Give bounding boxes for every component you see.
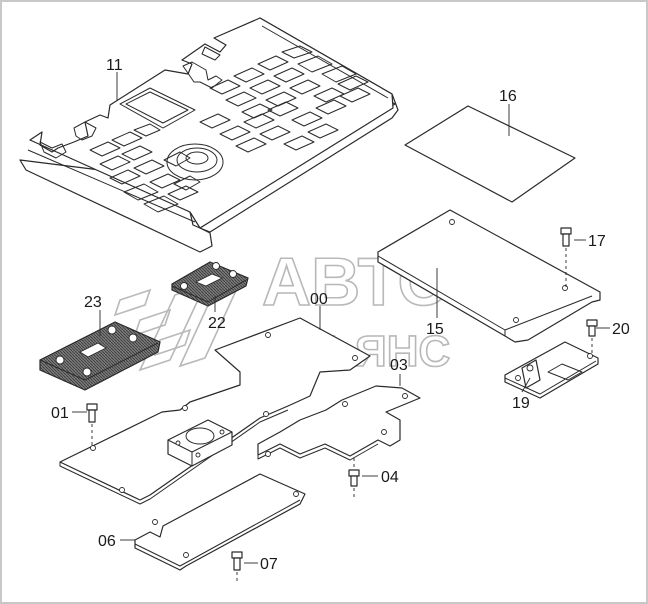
bolt-07: [231, 551, 243, 582]
label-part-07: 07: [260, 556, 278, 573]
label-part-23: 23: [84, 294, 102, 311]
label-part-19: 19: [512, 395, 530, 412]
mat-key-grid: [89, 45, 371, 213]
leader-lines: [72, 72, 610, 564]
part-15-cover: [377, 209, 601, 343]
label-part-00: 00: [310, 291, 328, 308]
bolt-17: [560, 227, 572, 290]
part-03-side-plate: [257, 385, 421, 461]
part-labels: 11 16 17 15 20 19 23 22 00 03 01 04 06 0…: [51, 57, 630, 573]
part-00-base-plate: [59, 317, 371, 505]
label-part-04: 04: [381, 469, 399, 486]
bolt-01: [86, 403, 98, 446]
part-19-bracket: [504, 341, 599, 399]
label-part-22: 22: [208, 315, 226, 332]
part-22-pad: [171, 261, 249, 307]
label-part-15: 15: [426, 321, 444, 338]
part-16-sheet: [404, 105, 576, 203]
part-11-floor-mat: [19, 17, 399, 253]
label-part-16: 16: [499, 88, 517, 105]
label-part-06: 06: [98, 533, 116, 550]
label-part-11: 11: [106, 57, 123, 74]
label-part-01: 01: [51, 405, 69, 422]
label-part-20: 20: [612, 321, 630, 338]
label-part-17: 17: [588, 233, 606, 250]
label-part-03: 03: [390, 357, 408, 374]
bolt-20: [586, 319, 598, 356]
part-23-pad: [39, 321, 161, 391]
part-06-front-plate: [134, 473, 306, 571]
bolt-04: [348, 458, 360, 498]
